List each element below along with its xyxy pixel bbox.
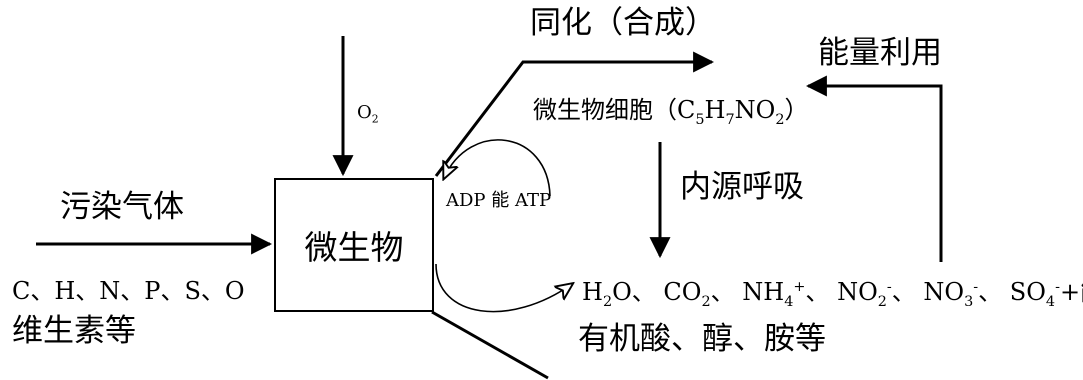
elements-label: C、H、N、P、S、O <box>12 277 245 305</box>
assimilation-label: 同化（合成） <box>530 5 716 41</box>
arrow-to-organic-acids <box>431 310 549 380</box>
cell-formula-label: 微生物细胞（C5H7NO2） <box>533 96 809 128</box>
arrow-assimilation <box>434 51 715 177</box>
arrow-adp-atp-cycle <box>444 139 551 197</box>
microorganism-label: 微生物 <box>304 228 404 267</box>
pollutant-gas-label: 污染气体 <box>60 189 184 225</box>
arrow-to-products <box>435 263 572 313</box>
o2-label: O2 <box>357 102 379 126</box>
adp-atp-label: ADP 能 ATP <box>446 190 552 211</box>
organic-acids-label: 有机酸、醇、胺等 <box>578 321 826 357</box>
microorganism-box: 微生物 <box>274 178 434 312</box>
products-label: H2O、 CO2、 NH4+、 NO2-、 NO3-、 SO4-+能量 <box>582 278 1083 310</box>
energy-use-label: 能量利用 <box>818 35 942 71</box>
arrow-energy-use <box>805 75 943 262</box>
vitamins-label: 维生素等 <box>12 313 136 349</box>
endogenous-respiration-label: 内源呼吸 <box>680 169 804 205</box>
